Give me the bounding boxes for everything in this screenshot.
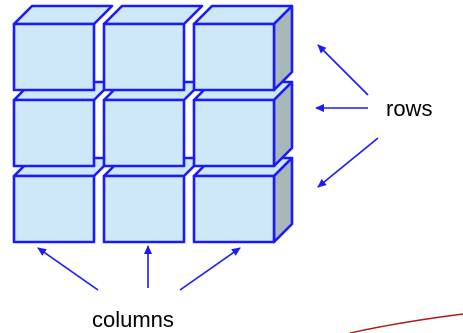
row-arrow-top-icon [317,44,369,96]
grid-cell [102,80,204,168]
grid-cell [12,156,114,244]
grid-cell [192,80,294,168]
cell-front-face [102,22,186,92]
grid-cell [12,80,114,168]
cell-front-face [12,98,96,168]
cell-front-face [12,22,96,92]
cell-front-face [12,174,96,244]
cell-front-face [192,98,276,168]
cell-top-face [102,4,204,26]
columns-label: columns [92,307,174,332]
rows-label: rows [386,96,432,121]
grid-cell [192,156,294,244]
column-arrow-left-icon [37,247,99,291]
grid-cell [12,4,114,92]
cell-front-face [192,174,276,244]
cell-front-face [102,98,186,168]
cell-front-face [192,22,276,92]
grid-cell [102,4,204,92]
grid-cell [192,4,294,92]
row-arrows [315,44,379,188]
cell-front-face [102,174,186,244]
cube-grid [12,4,294,244]
grid-cell [102,156,204,244]
row-arrow-bottom-icon [317,137,379,188]
column-arrow-right-icon [179,247,241,291]
accent-curve [349,313,463,333]
cell-top-face [12,4,114,26]
column-arrows [37,245,241,291]
